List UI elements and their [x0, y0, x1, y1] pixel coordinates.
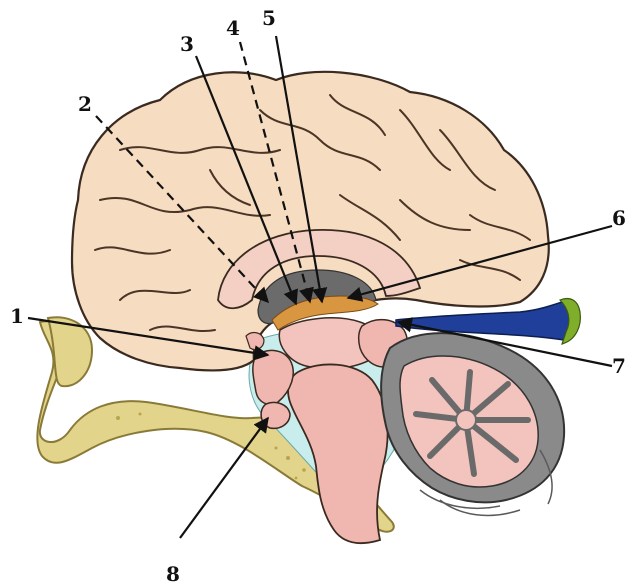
- label-3: 3: [180, 34, 194, 54]
- pituitary-gland: [261, 402, 290, 428]
- label-4: 4: [226, 18, 240, 38]
- label-1: 1: [10, 306, 24, 326]
- label-5: 5: [262, 8, 276, 28]
- label-2: 2: [78, 94, 92, 114]
- label-6: 6: [612, 208, 626, 228]
- label-7: 7: [612, 356, 626, 376]
- cerebellum: [381, 333, 564, 515]
- label-8: 8: [166, 564, 180, 584]
